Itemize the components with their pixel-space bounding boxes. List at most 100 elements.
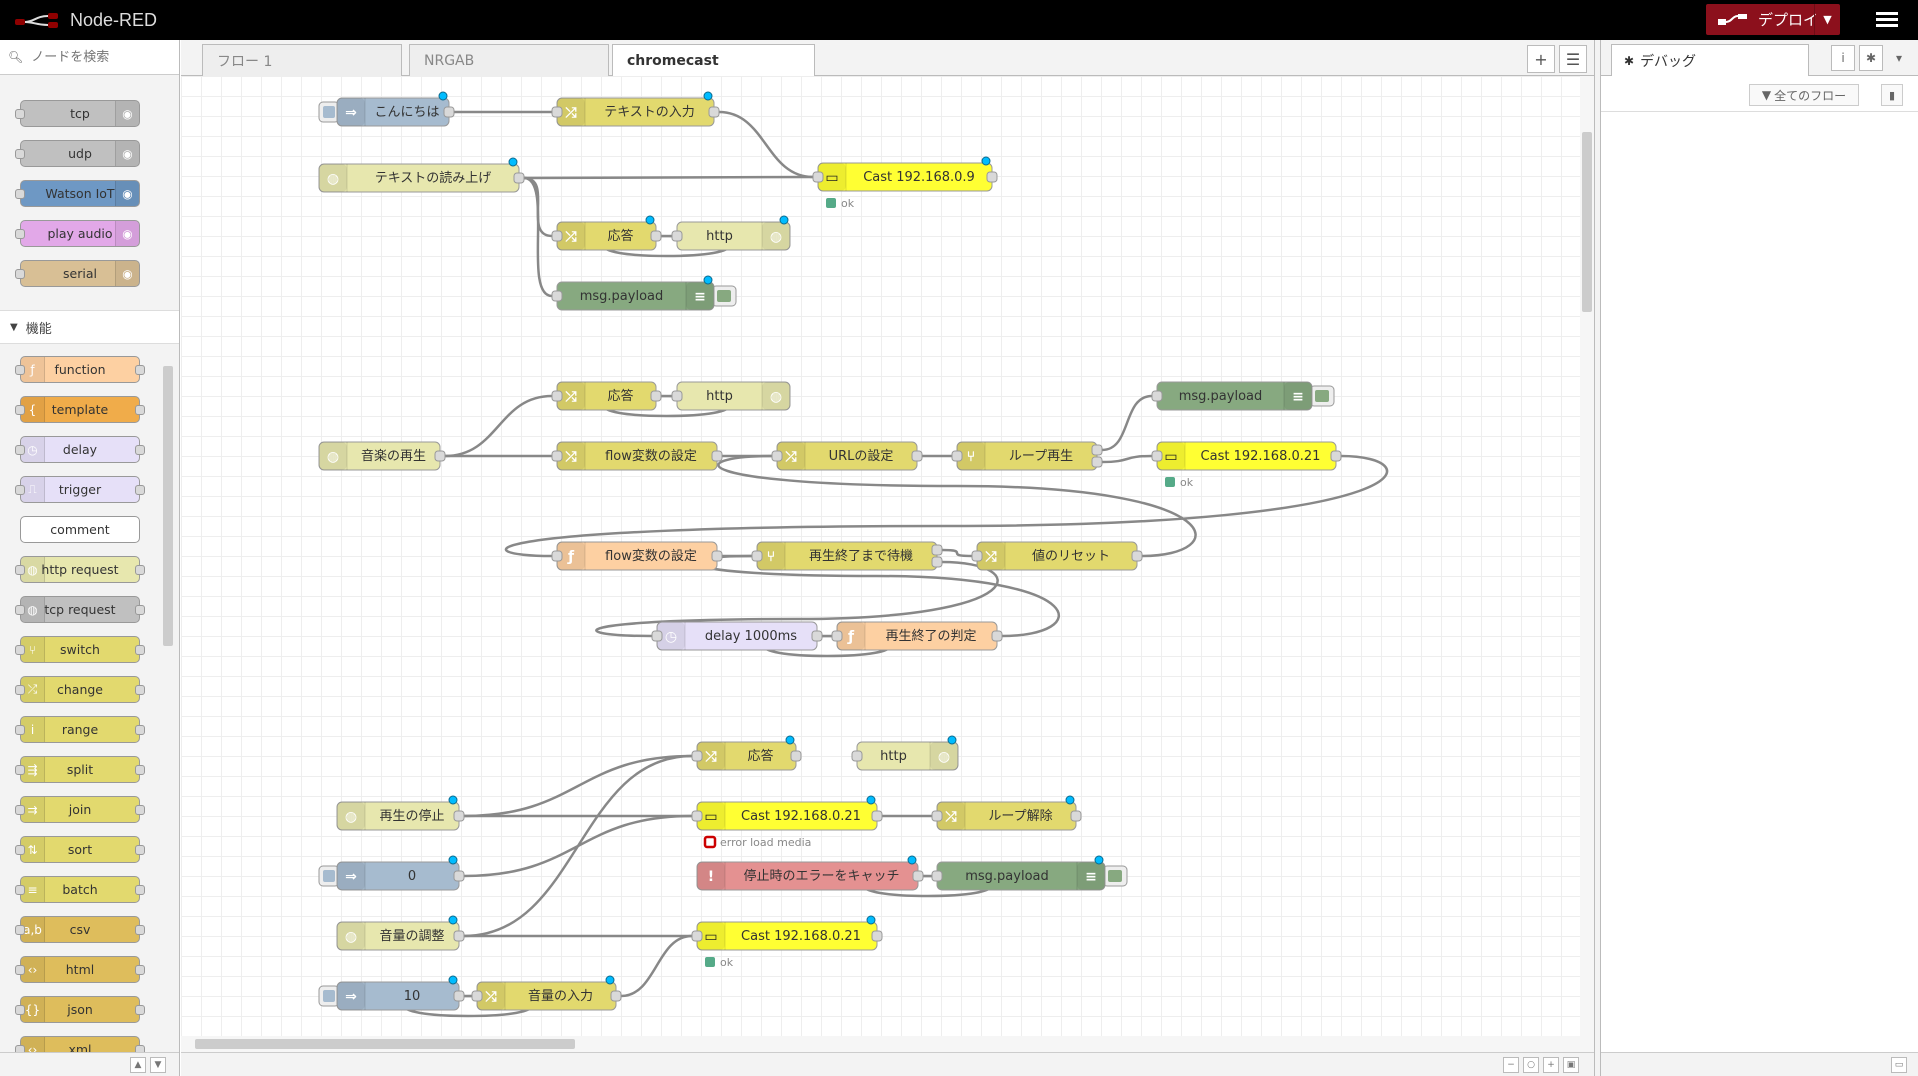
input-port[interactable]	[812, 171, 824, 183]
zoom-out-icon[interactable]: −	[1503, 1057, 1519, 1073]
palette-node-delay[interactable]: ◷delay	[15, 436, 145, 463]
wire[interactable]	[463, 754, 693, 818]
flow-node-change[interactable]: ⤮値のリセット	[971, 541, 1143, 571]
output-port[interactable]	[708, 106, 720, 118]
tab-2[interactable]: NRGAB	[409, 44, 609, 76]
flow-node-httpin[interactable]: ◍再生の停止	[336, 795, 465, 831]
navigator-icon[interactable]: ▣	[1563, 1057, 1579, 1073]
wire[interactable]	[1101, 454, 1153, 464]
output-port[interactable]	[711, 450, 723, 462]
zoom-in-icon[interactable]: +	[1543, 1057, 1559, 1073]
palette-node-udp[interactable]: ◉udp	[15, 140, 140, 167]
input-port[interactable]	[671, 390, 683, 402]
palette-node-trigger[interactable]: ⎍trigger	[15, 476, 145, 503]
input-port[interactable]	[551, 230, 563, 242]
output-port[interactable]	[986, 171, 998, 183]
flow-node-httpout[interactable]: ◍http	[671, 381, 791, 411]
palette-node-sort[interactable]: ⇅sort	[15, 836, 145, 863]
flow-node-catch[interactable]: !停止時のエラーをキャッチ	[696, 855, 924, 891]
flow-node-httpin[interactable]: ◍テキストの読み上げ	[318, 157, 525, 193]
wire[interactable]	[941, 548, 973, 558]
output-port[interactable]	[871, 810, 883, 822]
flow-node-httpout[interactable]: ◍http	[671, 215, 791, 251]
output-port[interactable]	[453, 930, 465, 942]
wire[interactable]	[444, 394, 553, 458]
output-port[interactable]	[790, 750, 802, 762]
expand-all-icon[interactable]: ▼	[150, 1057, 166, 1073]
input-port[interactable]	[551, 290, 563, 302]
palette-node-serial[interactable]: ◉serial	[15, 260, 140, 287]
output-port[interactable]	[931, 544, 943, 556]
output-port[interactable]	[434, 450, 446, 462]
wire[interactable]	[523, 175, 814, 180]
palette-node-switch[interactable]: ⑂switch	[15, 636, 145, 663]
sidebar-separator[interactable]	[1594, 40, 1600, 1076]
output-port[interactable]	[650, 390, 662, 402]
output-port[interactable]	[453, 870, 465, 882]
input-port[interactable]	[471, 990, 483, 1002]
workspace-horizontal-scrollbar[interactable]	[181, 1036, 1594, 1052]
zoom-reset-icon[interactable]: ○	[1523, 1057, 1539, 1073]
input-port[interactable]	[691, 810, 703, 822]
palette-node-change[interactable]: ⤮change	[15, 676, 145, 703]
flow-node-debug[interactable]: ≡msg.payload	[931, 855, 1128, 891]
wire[interactable]	[718, 110, 814, 179]
input-port[interactable]	[551, 106, 563, 118]
wire[interactable]	[717, 454, 1197, 558]
palette-search[interactable]: 🔍︎	[0, 40, 179, 75]
input-port[interactable]	[651, 630, 663, 642]
flow-node-inject[interactable]: ⇒0	[318, 855, 465, 891]
input-port[interactable]	[851, 750, 863, 762]
flow-node-httpin[interactable]: ◍音量の調整	[336, 915, 465, 951]
flow-canvas[interactable]: ⇒こんにちは⤮テキストの入力▭Cast 192.168.0.9ok◍テキストの読…	[181, 76, 1594, 1036]
palette-node-http-request[interactable]: ◍http request	[15, 556, 145, 583]
output-port[interactable]	[911, 450, 923, 462]
add-tab-button[interactable]: +	[1527, 45, 1555, 73]
input-port[interactable]	[691, 930, 703, 942]
input-port[interactable]	[931, 870, 943, 882]
output-port[interactable]	[513, 172, 525, 184]
wire[interactable]	[523, 176, 553, 298]
collapse-all-icon[interactable]: ▲	[130, 1057, 146, 1073]
palette-node-split[interactable]: ⇶split	[15, 756, 145, 783]
flow-node-change[interactable]: ⤮テキストの入力	[551, 91, 720, 127]
debug-filter-button[interactable]: ▼ 全てのフロー	[1749, 84, 1859, 106]
flow-node-change[interactable]: ⤮応答	[691, 735, 802, 771]
output-port[interactable]	[871, 930, 883, 942]
output-port[interactable]	[991, 630, 1003, 642]
flow-node-switch[interactable]: ⑂再生終了まで待機	[751, 541, 943, 571]
chevron-down-icon[interactable]: ▾	[1895, 51, 1903, 65]
flow-node-change[interactable]: ⤮応答	[551, 381, 662, 411]
palette-category-function[interactable]: ▼ 機能	[0, 310, 179, 344]
wire[interactable]	[463, 754, 693, 938]
input-port[interactable]	[971, 550, 983, 562]
palette-node-play-audio[interactable]: ◉play audio	[15, 220, 140, 247]
palette-node-json[interactable]: {}json	[15, 996, 145, 1023]
output-port[interactable]	[650, 230, 662, 242]
input-port[interactable]	[951, 450, 963, 462]
wire[interactable]	[504, 454, 1389, 558]
tab-1[interactable]: フロー 1	[202, 44, 402, 76]
flow-node-httpout[interactable]: ◍http	[851, 735, 959, 771]
input-port[interactable]	[551, 450, 563, 462]
output-port[interactable]	[1091, 456, 1103, 468]
palette-node-tcp[interactable]: ◉tcp	[15, 100, 140, 127]
deploy-button[interactable]: デプロイ ▼	[1706, 4, 1840, 35]
input-port[interactable]	[551, 390, 563, 402]
flow-node-change[interactable]: ⤮音量の入力	[471, 975, 622, 1011]
palette-node-comment[interactable]: comment	[20, 516, 140, 543]
output-port[interactable]	[610, 990, 622, 1002]
palette-node-template[interactable]: {template	[15, 396, 145, 423]
debug-bug-icon[interactable]: ✱	[1859, 45, 1883, 71]
clear-debug-button[interactable]: ▮	[1881, 84, 1903, 106]
flow-node-inject[interactable]: ⇒こんにちは	[318, 91, 455, 127]
output-port[interactable]	[1131, 550, 1143, 562]
